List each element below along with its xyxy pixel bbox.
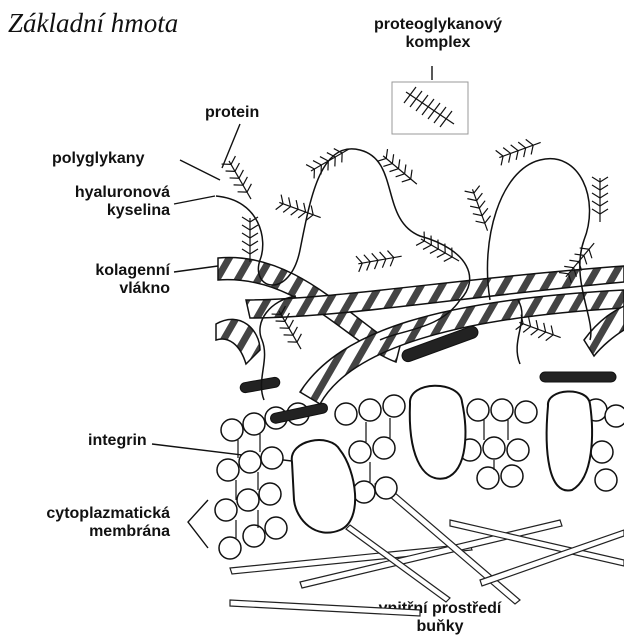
fiber bbox=[230, 600, 420, 616]
tuft bbox=[516, 315, 564, 345]
integrin-1 bbox=[292, 440, 355, 533]
tuft bbox=[242, 217, 258, 262]
leader-polyglycans bbox=[180, 160, 220, 180]
integrin-2 bbox=[410, 386, 466, 479]
tuft bbox=[306, 142, 353, 178]
integrin-3 bbox=[547, 391, 592, 490]
tuft bbox=[465, 186, 495, 234]
tuft bbox=[377, 149, 422, 190]
tuft bbox=[404, 87, 454, 127]
leader-protein bbox=[222, 124, 240, 168]
tuft bbox=[592, 177, 608, 222]
tuft bbox=[276, 195, 324, 225]
cytoskeleton-fibers bbox=[230, 480, 624, 616]
tuft bbox=[222, 156, 258, 203]
collagen-fiber-5 bbox=[584, 306, 624, 356]
leader-hyaluronic bbox=[174, 196, 215, 204]
fiber bbox=[375, 480, 520, 604]
leader-membrane bbox=[188, 500, 208, 548]
leader-collagen bbox=[174, 266, 218, 272]
tuft bbox=[356, 248, 403, 272]
fiber bbox=[346, 525, 450, 602]
collagen-fiber-2 bbox=[216, 319, 260, 364]
